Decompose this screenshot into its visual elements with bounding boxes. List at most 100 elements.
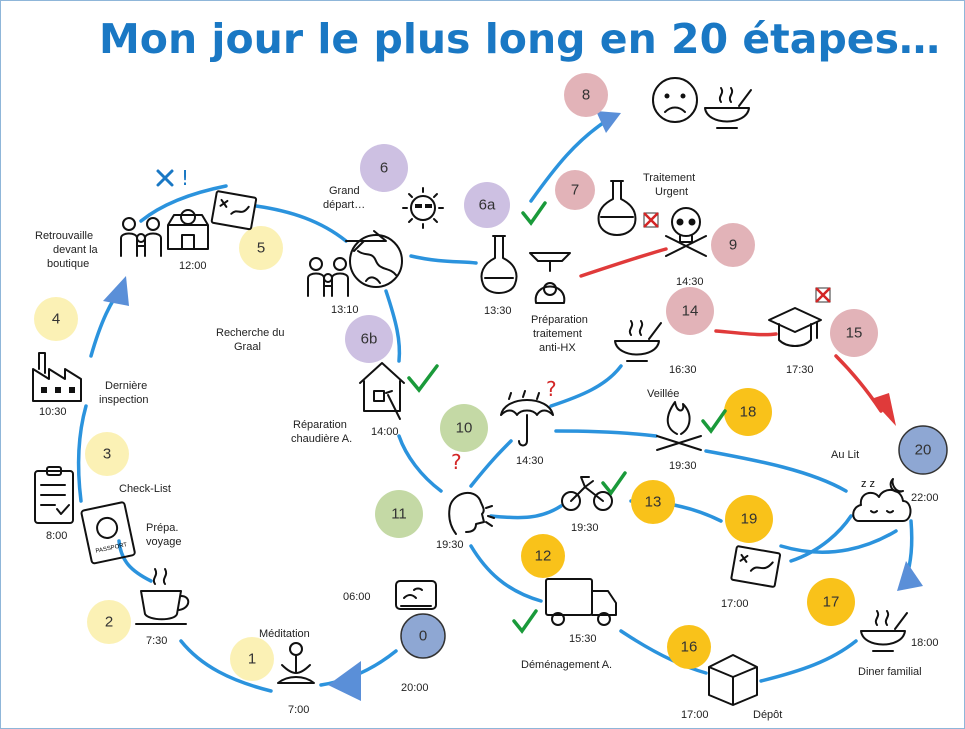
time-label: 7:00 [288, 704, 309, 716]
time-label: 8:00 [46, 530, 67, 542]
family-icon [120, 217, 162, 257]
step-circle-15 [830, 309, 878, 357]
time-label: 13:30 [484, 305, 512, 317]
cross-icon [815, 287, 831, 303]
path-6b-to-11 [397, 434, 443, 493]
step-number-16: 16 [681, 639, 698, 656]
path-head-12 [469, 544, 543, 603]
step-number-3: 3 [103, 446, 111, 463]
path-truck-16 [619, 629, 708, 675]
time-label: 15:30 [569, 633, 597, 645]
time-label: 17:00 [721, 598, 749, 610]
step-number-5: 5 [257, 240, 265, 257]
step-number-8: 8 [582, 87, 590, 104]
tricycle-icon [561, 476, 613, 511]
arrow-head-8 [596, 111, 621, 133]
path-6b-branch [384, 289, 402, 363]
path-6-to-6a [409, 254, 478, 265]
tea-cup-icon [135, 568, 190, 625]
step-number-10: 10 [456, 420, 473, 437]
time-label: 14:30 [676, 276, 704, 288]
red-path-14-15 [714, 329, 778, 337]
step-circle-4 [34, 297, 78, 341]
step-circle-3 [85, 432, 129, 476]
path-5-to-6 [254, 204, 348, 243]
time-label: 7:30 [146, 635, 167, 647]
check-icon [701, 409, 727, 434]
step-number-18: 18 [740, 404, 757, 421]
speaking-head-icon [448, 491, 495, 535]
step-number-6: 6 [380, 160, 388, 177]
poison-flask-icon [597, 180, 637, 236]
sleep-z: z z [861, 478, 875, 490]
scale-icon [529, 252, 571, 304]
path-retrouvaille [139, 184, 228, 223]
label-check-list: Check-List [119, 483, 171, 495]
question-mark: ? [546, 377, 557, 401]
label-au-lit: Au Lit [831, 449, 859, 461]
step-labels: Méditation Prépa.voyage Check-List Derni… [35, 172, 922, 721]
time-label: 19:30 [571, 522, 599, 534]
path-7-to-8 [529, 119, 608, 203]
family-icon [307, 257, 349, 297]
step-circle-1 [230, 637, 274, 681]
step-number-6b: 6b [361, 331, 378, 348]
step-circle-8 [564, 73, 608, 117]
time-label: 16:30 [669, 364, 697, 376]
arrow-head-0 [328, 661, 361, 701]
step-number-1: 1 [248, 651, 256, 668]
time-label: 12:00 [179, 260, 207, 272]
time-label: 17:00 [681, 709, 709, 721]
time-label: 14:00 [371, 426, 399, 438]
path-umbrella-18 [554, 429, 658, 438]
time-label: 10:30 [39, 406, 67, 418]
step-circle-11 [375, 490, 423, 538]
path-3-to-4 [76, 404, 88, 503]
graduation-cap-icon [768, 307, 822, 347]
step-circle-12 [521, 534, 565, 578]
exclaim-mark: ! [181, 166, 189, 190]
step-circle-6a [464, 182, 510, 228]
truck-icon [545, 578, 617, 626]
sun-sunglasses-icon [402, 187, 444, 229]
checklist-icon [34, 466, 74, 524]
question-mark: ? [451, 450, 462, 474]
time-label: 22:00 [911, 492, 939, 504]
step-number-9: 9 [729, 237, 737, 254]
step-circle-6 [360, 144, 408, 192]
step-circle-16 [667, 625, 711, 669]
arrow-head-red [871, 393, 896, 426]
step-number-20: 20 [915, 442, 932, 459]
path-head-trike [489, 504, 563, 520]
step-circle-2 [87, 600, 131, 644]
path-fire-20 [704, 449, 848, 493]
label-veillee: Veillée [647, 388, 679, 400]
step-number-6a: 6a [479, 197, 496, 214]
step-number-14: 14 [682, 303, 699, 320]
globe-plane-icon [345, 230, 403, 288]
check-icon [521, 201, 547, 226]
time-label: 19:30 [436, 539, 464, 551]
step-number-0: 0 [419, 628, 427, 645]
sad-face-icon [652, 77, 698, 123]
path-1-to-2 [179, 639, 273, 693]
step-circle-19 [725, 495, 773, 543]
step-number-15: 15 [846, 325, 863, 342]
step-circle-14 [666, 287, 714, 335]
check-icon [601, 471, 627, 496]
treasure-map-icon [210, 190, 258, 231]
box-icon [708, 654, 758, 706]
check-icon [407, 364, 439, 393]
label-prepa-voyage: Prépa.voyage [146, 522, 181, 548]
label-diner-familial: Diner familial [858, 666, 922, 678]
path-gradcap-20 [779, 529, 898, 554]
treasure-map-icon [730, 545, 782, 588]
cross-icon [643, 212, 659, 228]
time-labels: 06:00 20:00 7:00 7:30 8:00 10:30 12:00 1… [39, 260, 939, 721]
time-label: 06:00 [343, 591, 371, 603]
